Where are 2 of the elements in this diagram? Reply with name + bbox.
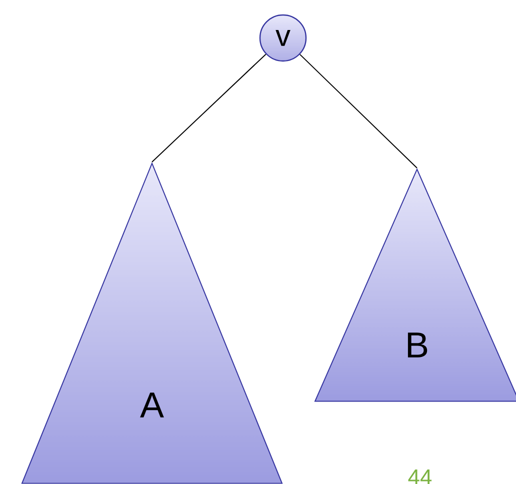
tree-edge — [299, 54, 418, 168]
tree-edge — [152, 54, 266, 162]
